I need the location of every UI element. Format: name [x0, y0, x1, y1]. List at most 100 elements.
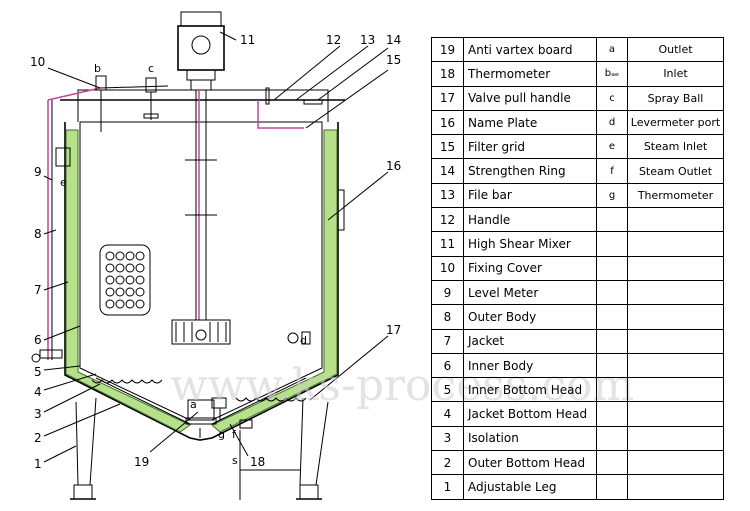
jacket-left [65, 129, 191, 433]
part-name: High Shear Mixer [463, 231, 597, 257]
part-number: 2 [431, 450, 464, 476]
port-description [627, 450, 724, 476]
port-code: e [596, 134, 628, 160]
port-code [596, 328, 628, 354]
part-number: 12 [431, 207, 464, 233]
part-number: 16 [431, 109, 464, 136]
port-description: Inlet [627, 61, 724, 87]
part-number: 14 [431, 158, 464, 184]
callout-11: 11 [240, 33, 255, 47]
port-code [596, 450, 628, 476]
port-g: g [218, 428, 225, 441]
filter-grid [99, 244, 151, 316]
port-code: f [596, 158, 628, 184]
port-code [596, 377, 628, 403]
part-name: Jacket Bottom Head [463, 401, 597, 427]
part-name: Thermometer [463, 61, 597, 87]
name-plate [287, 189, 345, 345]
port-description [627, 231, 724, 257]
filter-hole [105, 263, 115, 273]
callout-16: 16 [386, 159, 401, 173]
callout-2: 2 [34, 431, 42, 445]
filter-hole [125, 275, 135, 285]
filter-hole [135, 275, 145, 285]
outer-body [60, 89, 345, 441]
port-code: bₐₑ [596, 61, 628, 87]
part-name: Anti vartex board [463, 36, 597, 63]
filter-hole [115, 287, 125, 297]
part-number: 3 [431, 425, 464, 452]
port-description [627, 474, 724, 500]
dimension-label: s [232, 454, 238, 467]
filter-hole [115, 251, 125, 261]
port-code: a [596, 36, 628, 63]
callout-18: 18 [250, 455, 265, 469]
filter-hole [135, 263, 145, 273]
part-number: 8 [431, 304, 464, 330]
filter-hole [105, 287, 115, 297]
callout-3: 3 [34, 407, 42, 421]
callout-5: 5 [34, 365, 42, 379]
filter-hole [135, 287, 145, 297]
callout-4: 4 [34, 385, 42, 399]
filter-hole [125, 251, 135, 261]
filter-hole [115, 263, 125, 273]
port-description: Spray Ball [627, 85, 724, 111]
port-code [596, 207, 628, 233]
port-d: d [300, 334, 307, 347]
part-name: Filter grid [463, 134, 597, 160]
port-description: Outlet [627, 36, 724, 63]
callout-17: 17 [386, 323, 401, 337]
port-a: a [190, 398, 197, 411]
part-name: Outer Bottom Head [463, 450, 597, 476]
port-description [627, 328, 724, 354]
port-description [627, 352, 724, 379]
port-c: c [148, 62, 154, 75]
port-code: d [596, 109, 628, 136]
port-description: Thermometer [627, 182, 724, 209]
callout-6: 6 [34, 333, 42, 347]
port-code [596, 352, 628, 379]
part-number: 18 [431, 61, 464, 87]
port-b: b [94, 62, 101, 75]
port-description: Steam Outlet [627, 158, 724, 184]
callout-numbers: 1 2 3 4 5 6 7 8 9 10 11 12 13 14 15 16 1… [30, 33, 401, 471]
callout-15: 15 [386, 53, 401, 67]
top-fittings [95, 75, 323, 132]
port-e: e [60, 176, 67, 189]
callout-19: 19 [134, 455, 149, 469]
dimension-line: s [232, 430, 300, 500]
jacket-right [211, 129, 338, 433]
port-description [627, 401, 724, 427]
filter-hole [125, 263, 135, 273]
part-name: Isolation [463, 425, 597, 452]
filter-hole [135, 251, 145, 261]
callout-7: 7 [34, 283, 42, 297]
part-name: Fixing Cover [463, 255, 597, 281]
part-number: 10 [431, 255, 464, 281]
callout-12: 12 [326, 33, 341, 47]
part-number: 13 [431, 182, 464, 209]
port-description [627, 425, 724, 452]
filter-hole [115, 275, 125, 285]
leader-lines [43, 31, 389, 463]
port-description [627, 279, 724, 306]
part-name: Outer Body [463, 304, 597, 330]
adjustable-legs [70, 397, 329, 500]
callout-10: 10 [30, 55, 45, 69]
